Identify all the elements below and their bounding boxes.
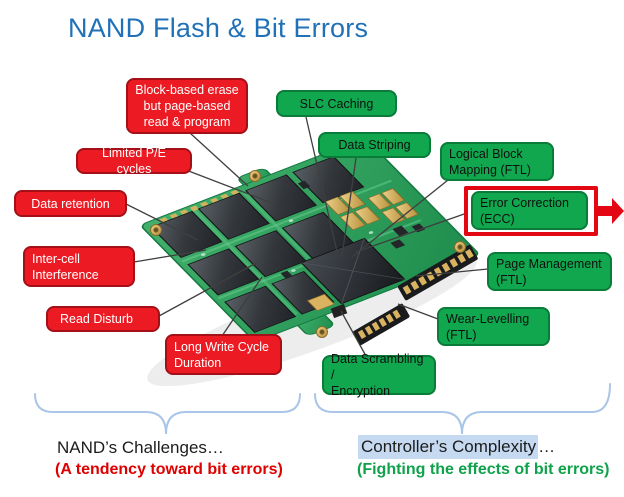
controller-complexity-caption: Controller’s Complexity… <box>358 435 556 459</box>
label-line: Data Striping <box>338 138 411 152</box>
page-title: NAND Flash & Bit Errors <box>68 13 369 43</box>
label-line: (ECC) <box>480 211 515 226</box>
label-line: (FTL) <box>446 327 477 342</box>
label-limited-pe-cycles: Limited P/E cycles <box>76 146 192 176</box>
highlighted-text: Controller’s Complexity <box>358 435 539 459</box>
label-error-correction: Error Correction (ECC) <box>471 191 588 230</box>
label-line: Inter-cell <box>32 251 80 266</box>
label-long-write-cycle: Long Write Cycle Duration <box>165 334 282 375</box>
label-data-retention: Data retention <box>14 190 127 217</box>
label-read-disturb: Read Disturb <box>46 306 160 332</box>
label-line: Mapping (FTL) <box>449 162 531 177</box>
label-line: Data retention <box>31 196 110 211</box>
label-page-management: Page Management (FTL) <box>487 252 612 291</box>
label-line: Limited P/E cycles <box>102 146 166 176</box>
label-block-based-erase: Block-based erase but page-based read & … <box>126 78 248 134</box>
label-line: Wear-Levelling <box>446 311 530 326</box>
label-logical-block-mapping: Logical Block Mapping (FTL) <box>440 142 554 181</box>
label-line: Encryption <box>331 384 391 398</box>
label-line: Read Disturb <box>60 312 133 326</box>
label-line: Duration <box>174 355 222 370</box>
ecc-highlight-frame <box>464 186 598 236</box>
nand-challenges-subcaption: (A tendency toward bit errors) <box>55 461 283 478</box>
caption-ellipsis: … <box>538 437 556 456</box>
label-line: Interference <box>32 267 99 282</box>
sata-connector <box>352 245 478 346</box>
label-line: but page-based <box>143 99 231 113</box>
nand-challenges-caption: NAND’s Challenges… <box>57 438 224 457</box>
ssd-board-image <box>141 139 479 341</box>
ecc-arrow-icon <box>598 198 624 224</box>
label-slc-caching: SLC Caching <box>276 90 397 117</box>
right-brace <box>314 383 611 435</box>
label-data-scrambling: Data Scrambling / Encryption <box>322 352 436 398</box>
label-line: read & program <box>143 115 231 129</box>
label-wear-levelling: Wear-Levelling (FTL) <box>437 307 550 346</box>
label-line: Data Scrambling / <box>331 352 424 382</box>
label-line: Block-based erase <box>135 83 239 97</box>
leader-lines <box>125 116 489 357</box>
controller-complexity-subcaption: (Fighting the effects of bit errors) <box>357 461 610 478</box>
label-data-striping: Data Striping <box>318 132 431 158</box>
left-brace <box>34 393 301 435</box>
label-inter-cell-interference: Inter-cell Interference <box>23 246 135 287</box>
label-line: (FTL) <box>496 272 527 287</box>
label-line: SLC Caching <box>299 96 374 111</box>
label-line: Page Management <box>496 256 602 271</box>
label-line: Long Write Cycle <box>174 339 269 354</box>
braces <box>34 383 611 435</box>
label-line: Error Correction <box>480 195 569 210</box>
label-line: Logical Block <box>449 146 523 161</box>
